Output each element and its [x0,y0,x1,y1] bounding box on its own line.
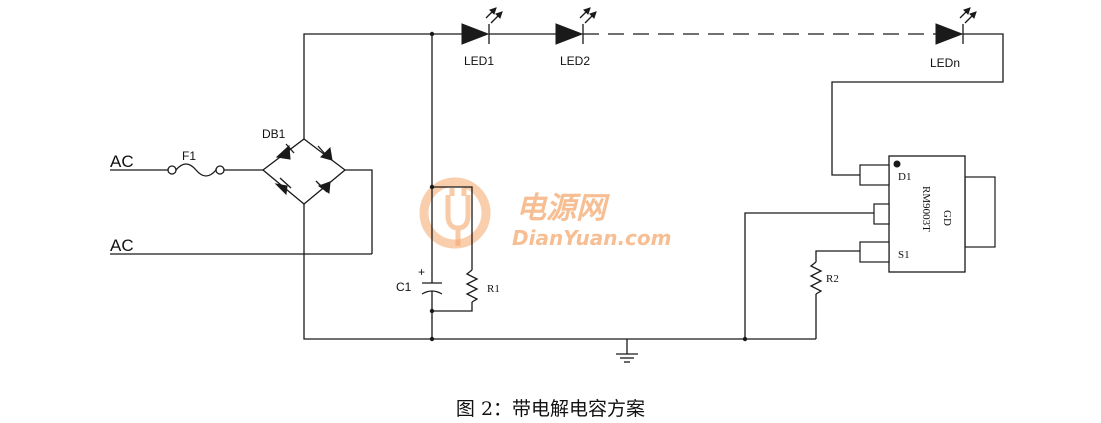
chip-mark: GD [941,210,953,226]
fuse-label: F1 [182,149,196,163]
r2-label: R2 [826,273,839,285]
chip-pin-d1-label: D1 [898,171,911,183]
chip-pin-gate [873,203,890,225]
cap-polarity: + [418,265,425,279]
gate-wire [744,212,874,339]
chip-pin-s1 [859,241,890,263]
watermark-plug-icon [445,188,471,246]
r1-top-wire [432,186,473,270]
r2-top-wire [815,250,860,262]
ground-rail-left [303,204,432,340]
chip-pin-d1 [859,164,890,186]
chip-pin1-dot [893,160,901,168]
chip-heatsink [964,176,996,248]
ledn-to-d1-wire [831,33,1004,176]
circuit-schematic: 电源网 DianYuan.com AC AC F1 DB1 [110,7,1004,363]
bridge-rectifier-db1 [261,138,347,205]
resistor-r2 [809,261,823,295]
r1-label: R1 [487,283,500,295]
figure-caption: 图 2：带电解电容方案 [455,398,646,420]
watermark-logo [419,177,491,249]
ledn-label: LEDn [930,56,960,70]
led2 [555,7,597,45]
positive-rail-left [303,33,432,139]
led1-label: LED1 [464,54,494,68]
dianyuan-watermark: 电源网 DianYuan.com [419,177,671,250]
chip-pin-s1-label: S1 [898,249,910,261]
ledn [935,7,977,45]
resistor-r1 [465,269,479,303]
fuse-f1 [167,163,263,177]
chip-rm9003t: D1 S1 RM9003T GD [859,155,996,273]
led1 [461,7,503,45]
watermark-cn: 电源网 [516,191,610,226]
ground-symbol [616,339,638,363]
r1-bottom-wire [432,302,473,312]
ac-label-bottom: AC [110,236,134,255]
ac-label-top: AC [110,152,134,171]
chip-body [888,155,966,273]
bridge-label: DB1 [262,127,286,141]
led2-label: LED2 [560,54,590,68]
watermark-en: DianYuan.com [512,226,671,250]
cap-label: C1 [396,280,412,294]
bridge-right-wire [345,169,373,254]
node-ground-left [429,336,435,342]
chip-part-number: RM9003T [920,186,932,232]
